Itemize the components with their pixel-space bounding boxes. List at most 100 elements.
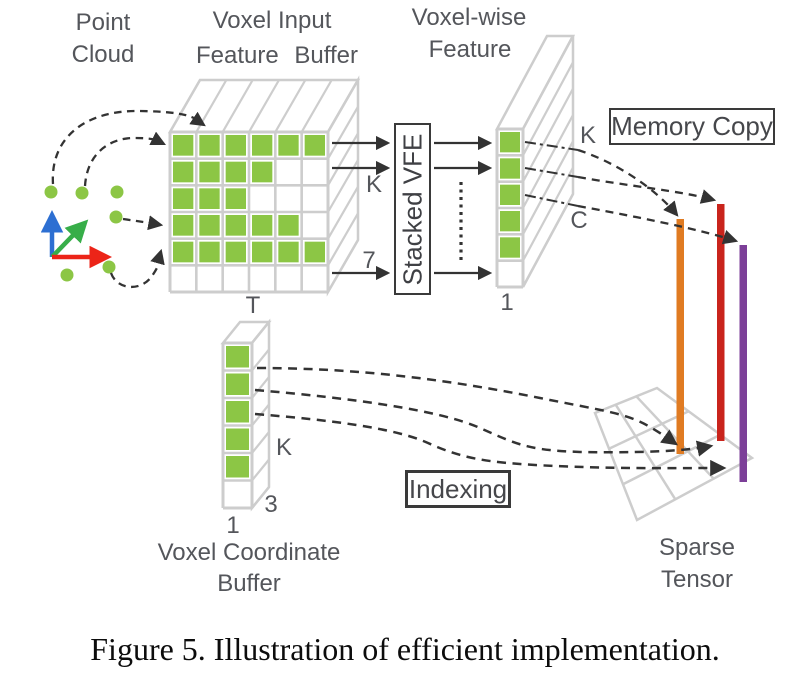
depth-line [522,167,574,262]
green-cell [226,346,249,368]
voxel-wise-feature-grid [495,127,525,289]
depth-line [522,114,574,209]
depth-line [522,193,574,288]
green-cell [226,373,249,395]
green-cell [500,158,520,179]
depth-line [251,458,270,482]
diagram-canvas [40,34,755,522]
depth-line [251,321,270,344]
green-cell [304,241,325,263]
green-cell [199,161,220,183]
indexing-box: Indexing [405,470,511,508]
point-cloud-points [44,185,124,282]
memory-copy-label: Memory Copy [611,111,773,141]
depth-line [248,79,280,133]
depth-line [522,140,574,235]
point-dot [60,268,74,282]
sparse-tensor-label-line1: Sparse [658,534,736,561]
depth-line [522,61,574,156]
indexing-curves [254,366,727,477]
figure-caption: Figure 5. Illustration of efficient impl… [90,631,720,667]
coord-dim-k-label: K [275,434,293,461]
depth-line [522,88,574,183]
green-cell [500,132,520,153]
green-cell [199,215,220,236]
green-cell [225,188,246,210]
y-axis-icon [50,219,89,259]
depth-line [251,376,270,399]
sparse-tensor-grid [593,386,755,522]
voxel-wise-label-line1: Voxel-wise [411,4,527,31]
green-cell [278,215,299,236]
buffer-dim-k-label: K [365,171,383,198]
buffer-dim-7-label: 7 [362,247,376,274]
point-dot [102,260,116,274]
green-cell [199,188,220,210]
stacked-vfe-box: Stacked VFE [394,123,431,295]
point-assignment-curves [51,109,206,289]
green-cell [251,241,273,263]
vfe-arrows [332,135,493,281]
coord-buffer-label-line2: Buffer [217,570,281,597]
green-cell [500,237,520,258]
voxel-wise-label-line2: Feature [428,36,512,63]
voxel-input-label-line1: Voxel Input [212,7,332,34]
green-cell [251,215,273,236]
memory-copy-box: Memory Copy [609,108,775,145]
depth-line [327,239,359,293]
memory-bars [676,204,747,482]
green-cell [199,135,220,156]
green-cell [251,135,273,156]
point-dot [75,186,89,200]
green-cell [225,135,246,156]
green-cell [500,184,520,205]
green-cell [173,241,194,263]
depth-line [327,186,359,240]
depth-line [251,431,270,454]
green-cell [226,401,249,423]
green-cell [225,215,246,236]
depth-line [522,35,574,130]
depth-line [221,79,254,133]
indexing-label: Indexing [408,473,508,504]
green-cell [251,161,273,183]
coord-dim-3-label: 3 [264,491,278,518]
green-cell [304,135,325,156]
green-cell [226,428,249,450]
stacked-vfe-label: Stacked VFE [397,133,428,285]
coord-dim-1-label: 1 [226,512,240,539]
depth-line [327,212,359,266]
depth-line [327,79,359,133]
green-cell [225,161,246,183]
point-cloud-label-line2: Cloud [71,41,135,68]
feature-dim-c-label: C [570,207,588,234]
point-dot [44,185,58,199]
green-cell [225,241,246,263]
memory-copy-curves [577,148,739,245]
purple-bar [739,245,747,482]
depth-line [251,348,270,372]
green-cell [173,188,194,210]
feature-dim-1-label: 1 [500,289,514,316]
green-cell [173,215,194,236]
point-dot [110,185,124,199]
buffer-dim-t-label: T [245,292,261,319]
voxel-input-buffer-grid [168,130,330,294]
depth-line [251,486,270,509]
feature-dim-k-label: K [579,122,597,149]
sparse-tensor-label-line2: Tensor [660,566,734,593]
green-cell [199,241,220,263]
depth-line [274,79,307,133]
memory-copy-source-lines [524,141,579,207]
voxel-input-label-line2: Feature Buffer [196,42,358,69]
depth-line [169,79,201,133]
green-cell [278,135,299,156]
coord-buffer-label-line1: Voxel Coordinate [157,539,341,566]
green-cell [278,241,299,263]
voxel-coordinate-buffer-grid [221,341,254,510]
green-cell [173,161,194,183]
depth-line [327,106,359,160]
green-cell [173,135,194,156]
depth-line [300,79,333,133]
orange-bar [676,219,684,454]
